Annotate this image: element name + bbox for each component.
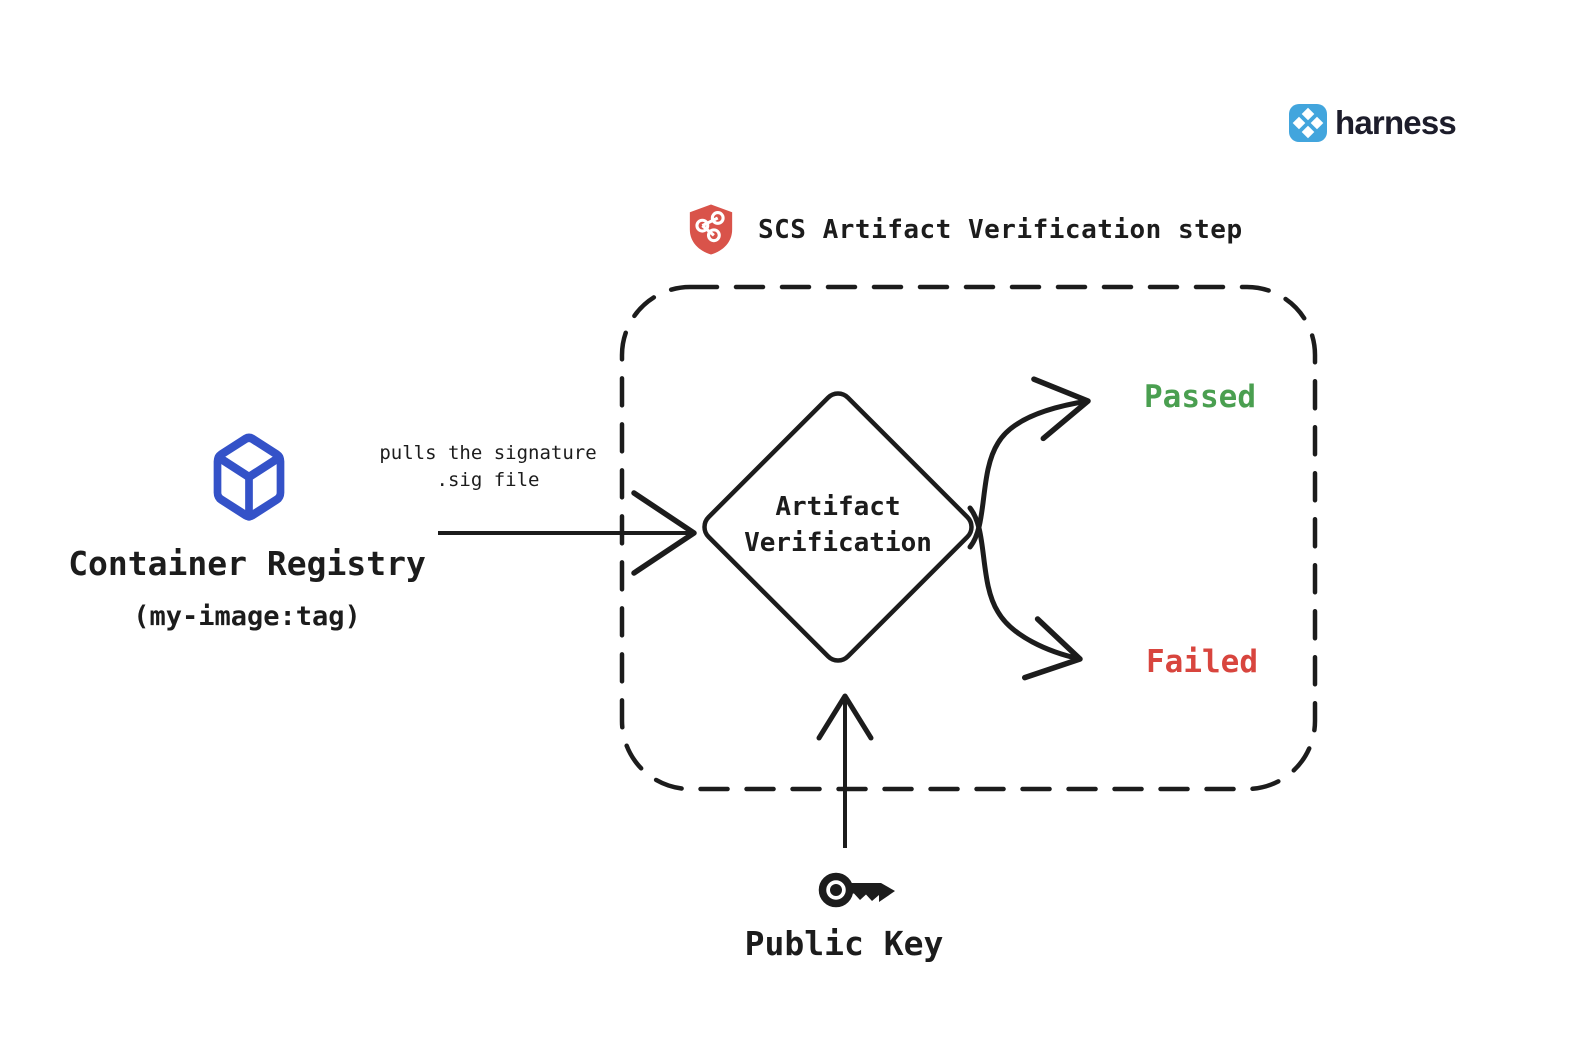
outcome-failed: Failed — [1146, 644, 1258, 680]
decision-label: Artifact Verification — [736, 489, 940, 561]
pull-arrow-label: pulls the signature .sig file — [366, 440, 610, 494]
harness-icon — [1289, 104, 1327, 142]
brand-logo: harness — [1288, 103, 1457, 143]
outcome-passed: Passed — [1144, 379, 1256, 415]
registry-image-tag: (my-image:tag) — [133, 601, 361, 632]
pull-arrow-label-line2: .sig file — [436, 469, 540, 491]
decision-label-line2: Verification — [744, 528, 932, 558]
public-key-label: Public Key — [744, 924, 944, 963]
pull-arrow-label-line1: pulls the signature — [379, 442, 597, 464]
step-title-text: SCS Artifact Verification step — [758, 214, 1243, 245]
registry-label: Container Registry — [68, 544, 426, 583]
public-key-icon — [818, 872, 895, 908]
container-registry-icon — [213, 433, 285, 521]
step-title: SCS Artifact Verification step — [686, 202, 1243, 257]
decision-label-line1: Artifact — [775, 492, 901, 522]
brand-wordmark: harness — [1335, 104, 1457, 141]
failed-curve-arrow — [967, 505, 1083, 681]
step-boundary-box — [619, 284, 1318, 792]
decision-diamond — [702, 391, 974, 663]
passed-curve-arrow — [967, 376, 1091, 550]
shield-icon — [689, 204, 733, 255]
